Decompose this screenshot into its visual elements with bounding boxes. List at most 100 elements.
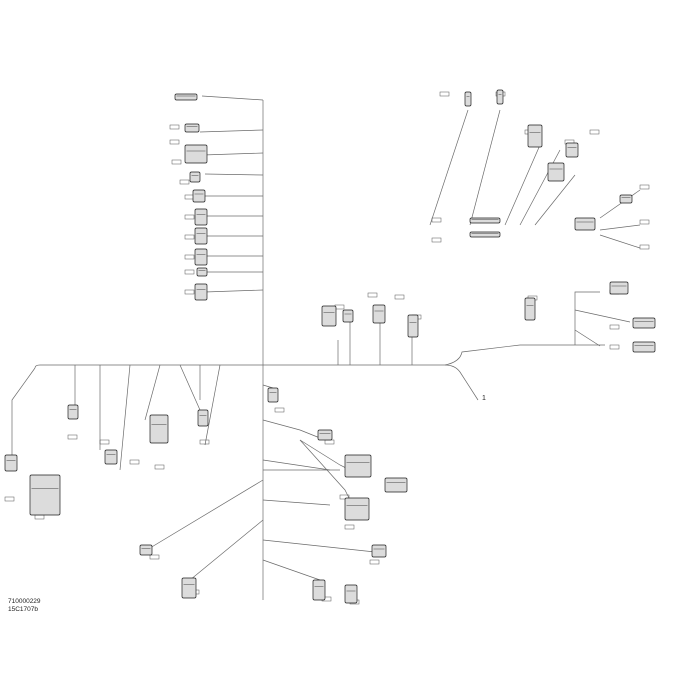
- reference-tag-18: [431, 217, 442, 223]
- horn-connector: [574, 217, 596, 231]
- wire-segment-0: [34, 364, 479, 401]
- fuse-box: [29, 474, 61, 516]
- reference-tag-10: [439, 91, 450, 97]
- wire-segment-48: [299, 439, 351, 471]
- reference-tag-14: [589, 129, 600, 135]
- switch-connector-c: [194, 248, 208, 266]
- ground-stud-b-body: [496, 89, 504, 105]
- cluster-connector: [149, 414, 169, 444]
- wire-segment-43: [262, 559, 321, 581]
- reference-tag-2: [171, 159, 182, 165]
- wire-segment-45: [189, 519, 264, 581]
- switch-connector-e-body: [194, 283, 208, 301]
- oxygen-sensor-connector-body: [407, 314, 419, 338]
- fuel-sender-connector-body: [547, 162, 565, 182]
- coil-connector-top: [609, 281, 629, 295]
- reference-tag-32: [339, 494, 350, 500]
- speed-sensor-connector-body: [527, 124, 543, 148]
- handlebar-switch-connector-body: [104, 449, 118, 465]
- reference-tag-39: [34, 514, 45, 520]
- left-rear-light-connector-body: [312, 579, 326, 601]
- speed-sensor-connector: [527, 124, 543, 148]
- relay-connector-body: [192, 189, 206, 203]
- reference-tag-31: [324, 439, 335, 445]
- horn-connector-body: [574, 217, 596, 231]
- injector-connector-body: [344, 497, 370, 521]
- power-outlet-connector: [184, 144, 208, 164]
- throttle-connector: [197, 409, 209, 427]
- left-ground-connector-body: [4, 454, 18, 472]
- injector-connector: [344, 497, 370, 521]
- battery-cable-negative: [469, 231, 501, 238]
- wire-segment-32: [119, 364, 131, 471]
- reference-tag-30: [274, 407, 285, 413]
- ground-stud-a-body: [464, 91, 472, 107]
- switch-connector-e: [194, 283, 208, 301]
- battery-cable-positive: [469, 217, 501, 224]
- reference-tag-16: [639, 219, 650, 225]
- switch-connector-d: [196, 267, 208, 277]
- reference-tag-43: [609, 344, 620, 350]
- wire-segment-28: [599, 234, 641, 249]
- ground-stud-a: [464, 91, 472, 107]
- part-number-label: 710000229: [8, 598, 41, 605]
- wire-segment-46: [299, 429, 321, 439]
- left-rear-light-connector: [312, 579, 326, 601]
- tail-light-connector-body: [565, 142, 579, 158]
- wire-segment-4: [574, 329, 601, 347]
- wire-segment-24: [519, 149, 561, 226]
- reference-tag-1: [169, 139, 180, 145]
- reference-tag-28: [154, 464, 165, 470]
- fan-connector-body: [267, 387, 279, 403]
- accessory-relay-connector-body: [384, 477, 408, 493]
- main-relay-connector-body: [344, 454, 372, 478]
- coil-connector-top-body: [609, 281, 629, 295]
- handlebar-switch-connector: [104, 449, 118, 465]
- wire-segment-42: [262, 539, 376, 553]
- crank-sensor-connector-body: [524, 297, 536, 321]
- wire-segment-40: [262, 459, 331, 471]
- brake-light-connector-body: [139, 544, 153, 556]
- left-ground-connector: [4, 454, 18, 472]
- relay-connector: [192, 189, 206, 203]
- battery-cable-positive-body: [469, 217, 501, 224]
- reference-tag-8: [184, 269, 195, 275]
- rear-speed-connector-body: [181, 577, 197, 599]
- headlight-connector-body: [67, 404, 79, 420]
- cluster-connector-body: [149, 414, 169, 444]
- crank-sensor-connector: [524, 297, 536, 321]
- main-relay-connector: [344, 454, 372, 478]
- battery-cable-negative-body: [469, 231, 501, 238]
- wire-segment-7: [201, 95, 264, 101]
- coil-connector-mid-body: [632, 317, 656, 329]
- reference-tag-17: [639, 244, 650, 250]
- accessory-relay-connector: [384, 477, 408, 493]
- abs-sensor-connector-body: [619, 194, 633, 204]
- wire-segment-33: [144, 364, 161, 421]
- coil-connector-bottom: [632, 341, 656, 353]
- switch-connector-a-body: [194, 208, 208, 226]
- wire-segment-25: [534, 174, 576, 226]
- reference-tag-7: [184, 254, 195, 260]
- accessory-connector-body: [174, 93, 198, 101]
- fuse-box-body: [29, 474, 61, 516]
- reference-tag-29: [199, 439, 210, 445]
- brake-switch-connector: [342, 309, 354, 323]
- switch-connector-c-body: [194, 248, 208, 266]
- reference-tag-0: [169, 124, 180, 130]
- reference-tag-40: [4, 496, 15, 502]
- switch-connector-b-body: [194, 227, 208, 245]
- wire-segment-1: [444, 344, 575, 366]
- right-rear-light-connector: [344, 584, 358, 604]
- tail-light-connector: [565, 142, 579, 158]
- fuse-connector-body: [184, 123, 200, 133]
- wire-segment-10: [204, 173, 264, 176]
- brake-light-connector: [139, 544, 153, 556]
- switch-connector-d-body: [196, 267, 208, 277]
- reference-tag-22: [394, 294, 405, 300]
- right-rear-light-connector-body: [344, 584, 358, 604]
- wire-segment-38: [262, 384, 274, 389]
- wire-segment-27: [599, 224, 641, 231]
